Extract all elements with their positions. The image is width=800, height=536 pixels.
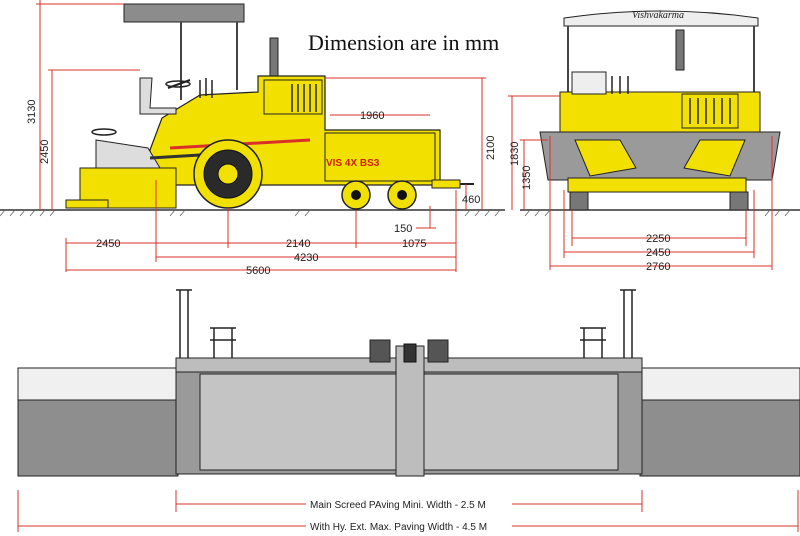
dim-front-height-2: 1350 — [521, 166, 533, 190]
hopper — [324, 132, 436, 182]
screed-wheel-icon — [91, 128, 117, 136]
dim-front-width-2: 2450 — [646, 247, 670, 259]
front-seat — [571, 71, 607, 95]
operator-seat — [139, 77, 177, 115]
engine-cover — [263, 79, 323, 115]
exhaust-stack — [269, 37, 279, 79]
front-hopper — [539, 131, 781, 181]
dim-hopper-length: 1960 — [360, 110, 384, 122]
front-bumper — [567, 177, 747, 193]
dim-ground-clearance: 150 — [394, 223, 412, 235]
front-view: Vishvakarma — [508, 10, 800, 273]
model-label: VIS 4X BS3 — [326, 158, 380, 169]
dim-height-overall: 3130 — [26, 100, 38, 124]
dim-front-height-1: 1830 — [509, 142, 521, 166]
screed-view: Main Screed PAving Mini. Width - 2.5 M W… — [17, 289, 800, 533]
diagram-title: Dimension are in mm — [308, 30, 499, 55]
brand-logo: Vishvakarma — [632, 10, 684, 21]
dim-front-width-3: 2760 — [646, 261, 670, 273]
dim-front-height: 460 — [462, 194, 480, 206]
dim-height-operator: 2450 — [39, 140, 51, 164]
dim-overall-length: 5600 — [246, 265, 270, 277]
dim-height-hopper: 2100 — [485, 136, 497, 160]
dim-body-length: 4230 — [294, 252, 318, 264]
canopy-roof — [123, 3, 245, 23]
dim-screed-overhang: 2450 — [96, 238, 120, 250]
steering-wheel-icon — [165, 80, 191, 88]
dim-front-width-1: 2250 — [646, 233, 670, 245]
dim-wheel-base: 2140 — [286, 238, 310, 250]
left-clamp — [369, 339, 391, 363]
dim-front-overhang: 1075 — [402, 238, 426, 250]
right-clamp — [427, 339, 449, 363]
left-wheel — [569, 191, 589, 211]
max-paving-width-label: With Hy. Ext. Max. Paving Width - 4.5 M — [310, 522, 487, 533]
right-wheel — [729, 191, 749, 211]
side-view: VIS 4X BS3 — [0, 0, 505, 277]
front-canopy-roof — [563, 10, 759, 27]
main-screed-width-label: Main Screed PAving Mini. Width - 2.5 M — [310, 500, 486, 511]
